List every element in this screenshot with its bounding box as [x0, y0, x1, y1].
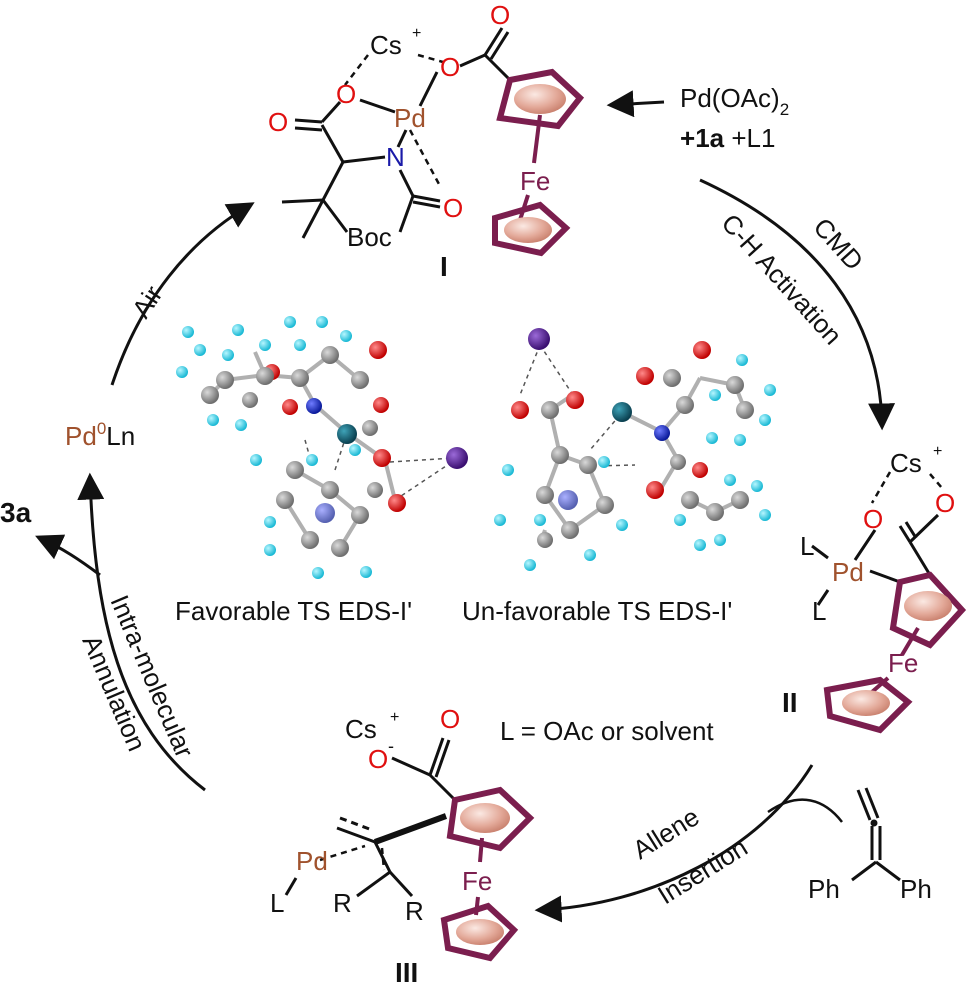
- allene-insertion-arrow: [534, 764, 814, 923]
- cyclopentadienyl-ring: [823, 676, 913, 734]
- oxygen-atom: O: [440, 704, 460, 734]
- pd0-ln-species: Pd0Ln: [65, 419, 135, 451]
- nitrogen-atom: N: [386, 142, 405, 172]
- ligand-skeleton: [281, 27, 512, 239]
- cyclopentadienyl-ring: [889, 571, 967, 649]
- oxygen-atom: O: [336, 79, 356, 109]
- wedge-bond: [373, 813, 448, 845]
- product-release-arrow: [35, 534, 101, 577]
- cs-o-dashed-bond-2: [417, 53, 444, 64]
- fe-atom-iii: Fe: [462, 866, 492, 896]
- cs-plus-sign-i: +: [412, 25, 421, 42]
- oxygen-atom: O: [440, 52, 460, 82]
- r-group: R: [405, 896, 424, 926]
- intermediate-iii: Cs + O - O Pd L R R Fe III: [270, 704, 535, 988]
- ring-pi-ellipse: [460, 803, 510, 833]
- ligand-l: L: [800, 531, 814, 561]
- oxygen-minus-sign: -: [388, 736, 394, 756]
- oxygen-atom: O: [268, 107, 288, 137]
- allene-label: Allene: [627, 801, 704, 865]
- cs-label-ii: Cs: [890, 448, 922, 478]
- ring-pi-ellipse: [514, 84, 566, 114]
- ligand-l: L: [270, 888, 284, 918]
- reagent-line-1: Pd(OAc)2: [680, 83, 789, 119]
- ring-pi-ellipse: [456, 919, 504, 945]
- allene-feed-arc: [767, 798, 843, 823]
- oxygen-atom: O: [935, 488, 955, 518]
- ring-pi-ellipse: [842, 690, 890, 716]
- cyclopentadienyl-ring: [492, 201, 571, 257]
- boc-group: Boc: [347, 222, 392, 252]
- cs-plus-sign-iii: +: [390, 709, 399, 726]
- annulation-arrow: [77, 472, 206, 792]
- air-oxidation-arrow: [110, 202, 255, 386]
- reagent-arrow: [606, 90, 665, 118]
- r-group: R: [333, 888, 352, 918]
- product-label: 3a: [0, 497, 32, 528]
- allene-reagent: Ph Ph: [808, 787, 932, 904]
- cs-label-i: Cs: [370, 30, 402, 60]
- intermediate-label-i: I: [440, 251, 448, 282]
- oxygen-atom: O: [490, 0, 510, 30]
- unfavorable-ts-model: Un-favorable TS EDS-I': [462, 328, 776, 626]
- cyclopentadienyl-ring: [440, 902, 519, 962]
- oxygen-atom: O: [863, 504, 883, 534]
- intermediate-label-iii: III: [395, 957, 418, 988]
- cmd-label: CMD: [808, 212, 870, 276]
- pd-atom-ii: Pd: [832, 557, 864, 587]
- intermediate-label-ii: II: [782, 687, 798, 718]
- ring-pi-ellipse: [904, 591, 952, 621]
- fe-atom-ii: Fe: [888, 648, 918, 678]
- phenyl-group: Ph: [808, 874, 840, 904]
- ring-pi-ellipse: [504, 217, 552, 243]
- cs-plus-sign-ii: +: [933, 443, 942, 460]
- cyclopentadienyl-ring: [446, 786, 535, 852]
- unfavorable-ts-caption: Un-favorable TS EDS-I': [462, 596, 732, 626]
- cs-label-iii: Cs: [345, 714, 377, 744]
- oxygen-atom: O: [443, 193, 463, 223]
- pd-atom-iii: Pd: [296, 846, 328, 876]
- ferrocene-i: Fe: [492, 68, 585, 257]
- favorable-ts-caption: Favorable TS EDS-I': [175, 596, 412, 626]
- ligand-l: L: [812, 596, 826, 626]
- phenyl-group: Ph: [900, 874, 932, 904]
- intermediate-ii: Cs + O O L Pd L Fe II: [782, 443, 967, 734]
- ligand-definition: L = OAc or solvent: [500, 716, 714, 746]
- reagent-entry: Pd(OAc)2 +1a +L1: [606, 83, 789, 153]
- reagent-line-2: +1a +L1: [680, 123, 775, 153]
- intermediate-i: Cs + O O O O O Pd N Boc: [268, 0, 585, 282]
- favorable-ts-model: Favorable TS EDS-I': [175, 316, 468, 626]
- oxygen-atom: O: [368, 744, 388, 774]
- fe-atom-i: Fe: [520, 166, 550, 196]
- pd-o-dashed-bond: [408, 129, 442, 187]
- cmd-arrow: [699, 178, 896, 431]
- cyclopentadienyl-ring: [496, 68, 585, 130]
- pd-atom-i: Pd: [394, 103, 426, 133]
